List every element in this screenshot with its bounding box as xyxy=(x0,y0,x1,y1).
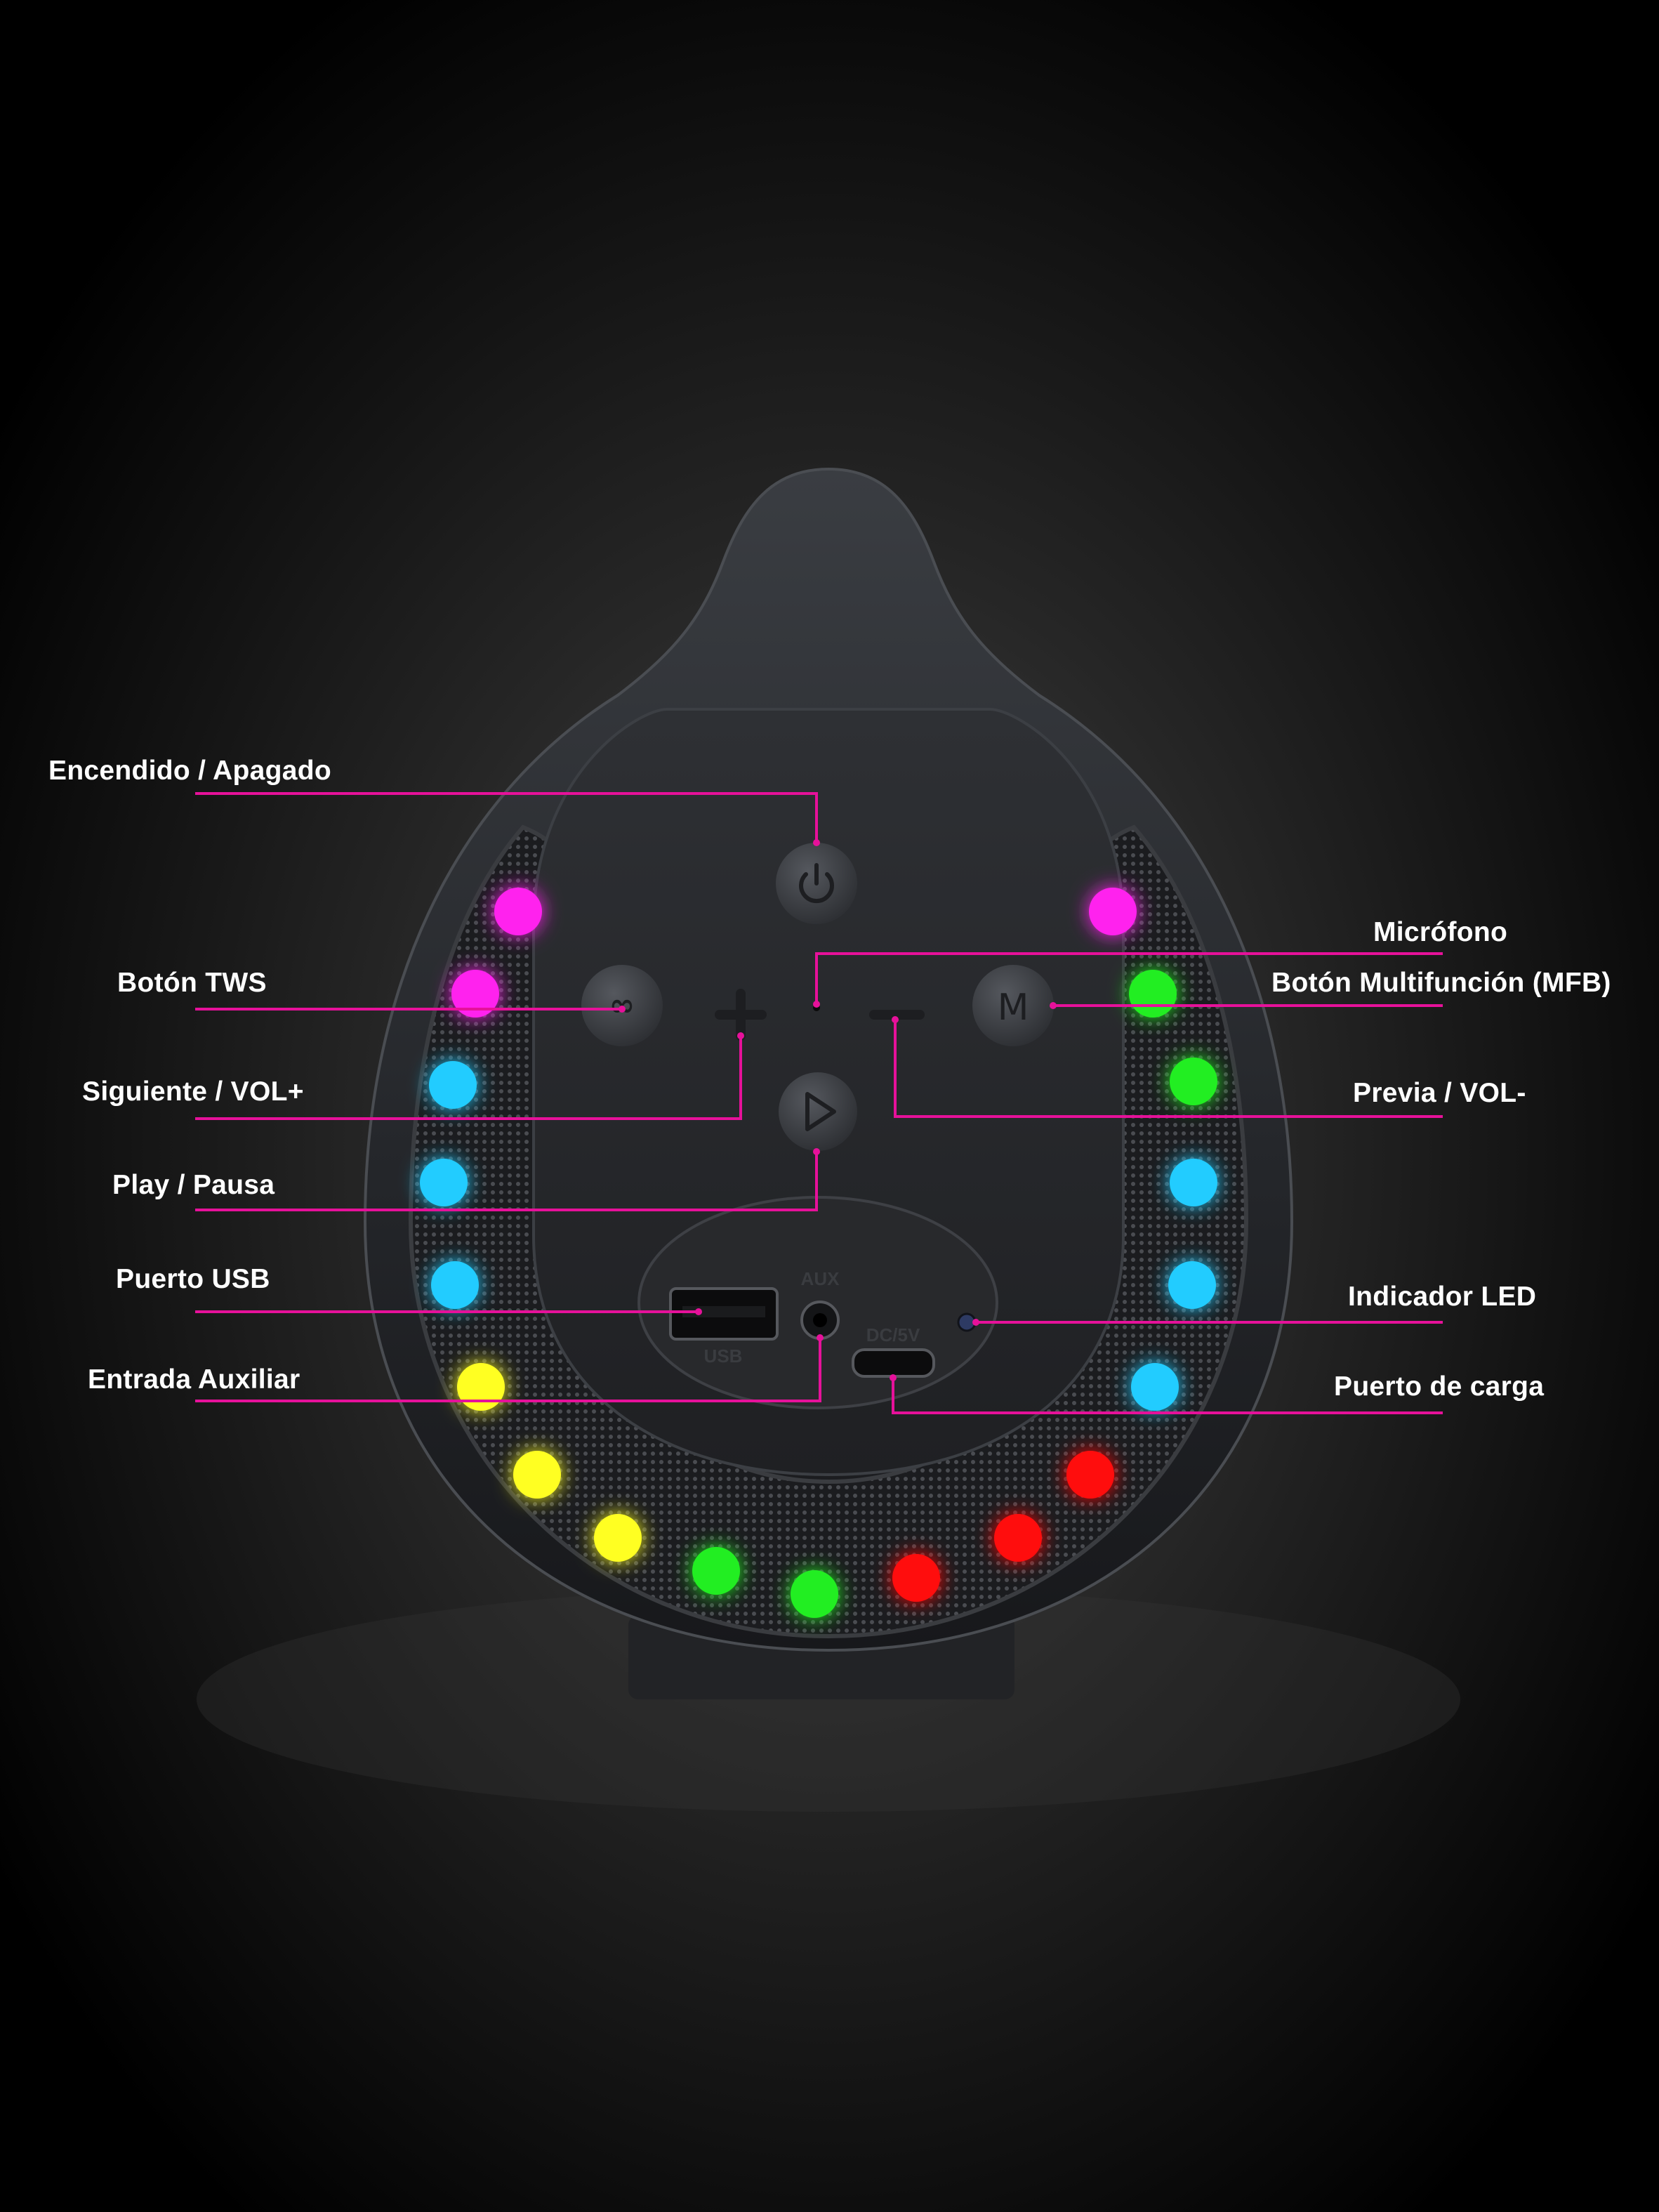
led-ring xyxy=(420,888,1217,1618)
led-red xyxy=(892,1554,940,1602)
leader-line-prev xyxy=(894,1020,1443,1118)
led-green xyxy=(1170,1058,1217,1105)
led-green xyxy=(692,1547,740,1595)
leader-dot-aux xyxy=(817,1334,824,1341)
plus-icon xyxy=(715,989,767,1041)
led-cyan xyxy=(1168,1261,1216,1309)
charging-port: DC/5V xyxy=(852,1324,935,1378)
label-usb: Puerto USB xyxy=(116,1264,270,1294)
leader-dot-power xyxy=(813,839,820,846)
led-red xyxy=(1066,1451,1114,1499)
led-cyan xyxy=(431,1261,479,1309)
label-prev: Previa / VOL- xyxy=(1353,1078,1526,1108)
led-green xyxy=(1129,970,1177,1018)
leader-dot-charge xyxy=(890,1374,897,1381)
play-button[interactable] xyxy=(779,1072,857,1151)
label-play: Play / Pausa xyxy=(112,1170,275,1200)
led-magenta xyxy=(494,888,542,935)
label-led: Indicador LED xyxy=(1348,1282,1537,1312)
mfb-icon: M xyxy=(998,987,1029,1029)
led-red xyxy=(994,1514,1042,1562)
label-next: Siguiente / VOL+ xyxy=(82,1077,304,1107)
aux-port: AUX xyxy=(800,1268,840,1340)
leader-dot-mfb xyxy=(1050,1002,1057,1009)
label-aux: Entrada Auxiliar xyxy=(88,1364,300,1395)
power-button[interactable] xyxy=(776,843,857,924)
usb-port-text: USB xyxy=(704,1345,743,1367)
led-cyan xyxy=(420,1159,468,1206)
led-magenta xyxy=(1089,888,1137,935)
dc-port-text: DC/5V xyxy=(866,1324,920,1345)
led-cyan xyxy=(1131,1363,1179,1411)
aux-port-text: AUX xyxy=(801,1268,840,1289)
leader-dot-next xyxy=(737,1032,744,1039)
play-icon xyxy=(805,1092,836,1131)
leader-lines xyxy=(195,792,1443,1414)
led-yellow xyxy=(594,1514,642,1562)
leader-dot-usb xyxy=(695,1308,702,1315)
volume-up-button[interactable] xyxy=(715,989,767,1041)
leader-line-aux xyxy=(195,1338,821,1402)
tws-icon: ∞ xyxy=(609,987,635,1023)
led-yellow xyxy=(457,1363,505,1411)
label-mfb: Botón Multifunción (MFB) xyxy=(1271,968,1611,998)
label-charge: Puerto de carga xyxy=(1334,1371,1545,1402)
leader-dot-prev xyxy=(892,1016,899,1023)
label-mic: Micrófono xyxy=(1373,917,1508,947)
power-icon xyxy=(799,863,834,904)
leader-dot-led xyxy=(972,1319,979,1326)
led-magenta xyxy=(451,970,499,1018)
usb-port: USB xyxy=(669,1287,779,1367)
leader-line-power xyxy=(195,792,818,843)
led-green xyxy=(791,1570,838,1618)
label-tws: Botón TWS xyxy=(117,968,267,998)
leader-line-play xyxy=(195,1152,818,1211)
leader-line-charge xyxy=(892,1378,1443,1414)
leader-dot-mic xyxy=(813,1001,820,1008)
leader-line-mic xyxy=(815,952,1443,1004)
led-cyan xyxy=(429,1061,477,1109)
leader-dot-play xyxy=(813,1148,820,1155)
mfb-button[interactable]: M xyxy=(972,965,1054,1046)
led-cyan xyxy=(1170,1159,1217,1206)
label-power: Encendido / Apagado xyxy=(48,756,331,786)
leader-line-next xyxy=(195,1036,742,1120)
leader-dot-tws xyxy=(619,1006,626,1013)
led-yellow xyxy=(513,1451,561,1499)
